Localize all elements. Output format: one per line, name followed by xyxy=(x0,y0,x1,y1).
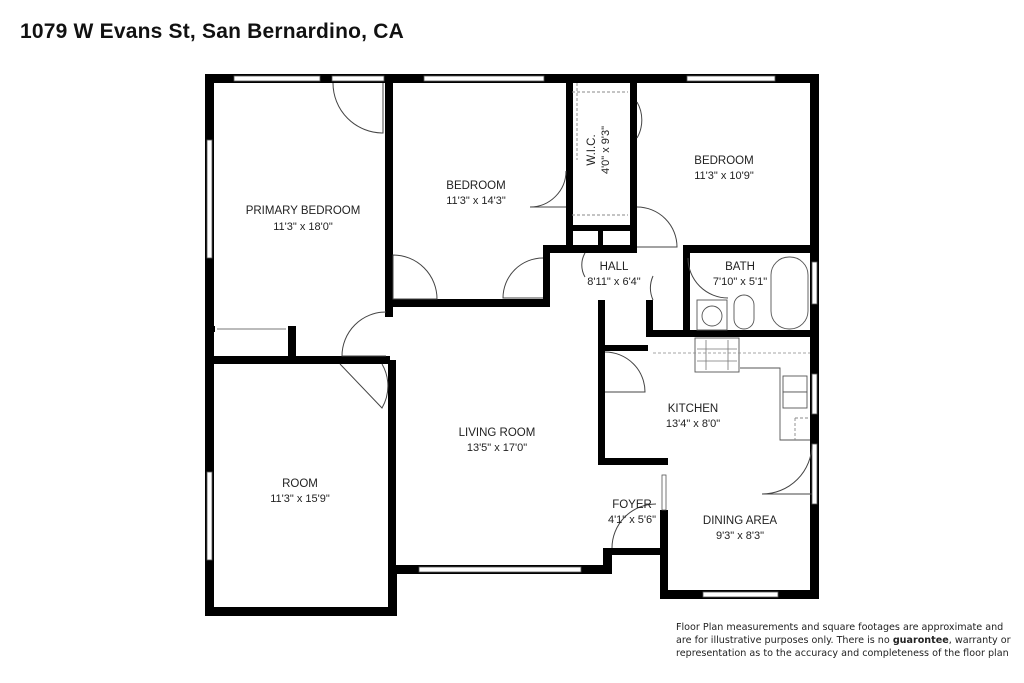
room-name-bedroom-2: BEDROOM xyxy=(694,155,753,167)
room-dims-dining-area: 9'3" x 8'3" xyxy=(716,530,764,542)
room-dims-kitchen: 13'4" x 8'0" xyxy=(666,418,720,430)
room-name-living-room: LIVING ROOM xyxy=(459,427,536,439)
room-dims-bath: 7'10" x 5'1" xyxy=(713,276,767,288)
room-name-bedroom-1: BEDROOM xyxy=(446,180,505,192)
interior-walls xyxy=(205,74,819,610)
room-name-room: ROOM xyxy=(282,478,318,490)
room-dims-bedroom-1: 11'3" x 14'3" xyxy=(446,195,506,207)
room-dims-room: 11'3" x 15'9" xyxy=(270,493,330,505)
room-name-hall: HALL xyxy=(600,261,629,273)
doors xyxy=(332,82,813,549)
room-dims-primary-bedroom: 11'3" x 18'0" xyxy=(273,221,333,233)
room-name-kitchen: KITCHEN xyxy=(668,403,718,415)
fixtures xyxy=(217,83,810,441)
windows xyxy=(206,75,818,598)
room-dims-hall: 8'11" x 6'4" xyxy=(587,276,640,288)
room-dims-living-room: 13'5" x 17'0" xyxy=(467,442,527,454)
disclaimer-text: Floor Plan measurements and square foota… xyxy=(676,622,1011,659)
room-dims-bedroom-2: 11'3" x 10'9" xyxy=(694,170,754,182)
room-dims-foyer: 4'1" x 5'6" xyxy=(608,514,656,526)
room-name-dining-area: DINING AREA xyxy=(703,515,777,527)
room-name-foyer: FOYER xyxy=(612,499,652,511)
room-name-wic: W.I.C. xyxy=(586,134,598,165)
room-name-primary-bedroom: PRIMARY BEDROOM xyxy=(246,205,361,217)
disclaimer-emphasis: guarontee xyxy=(892,635,949,646)
room-dims-wic: 4'0" x 9'3" xyxy=(600,126,612,174)
room-name-bath: BATH xyxy=(725,261,755,273)
page-title: 1079 W Evans St, San Bernardino, CA xyxy=(20,20,404,43)
room-labels: PRIMARY BEDROOM 11'3" x 18'0" BEDROOM 11… xyxy=(246,126,778,542)
